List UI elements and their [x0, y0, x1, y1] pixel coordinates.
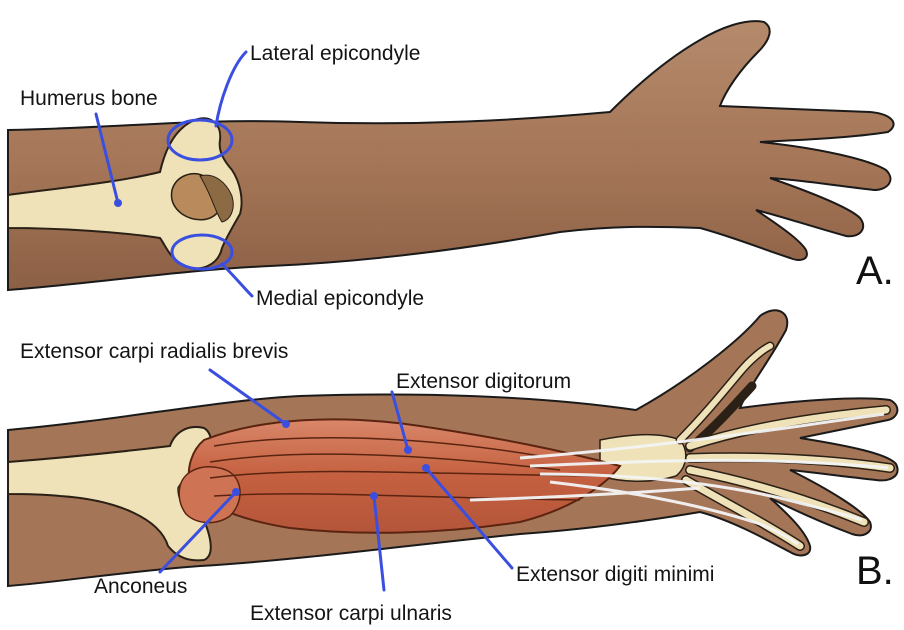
panel-b-letter: B. [856, 549, 894, 593]
ecrb-label: Extensor carpi radialis brevis [20, 340, 288, 363]
forearm-skin-a [8, 21, 894, 290]
anconeus-leader-dot [232, 488, 240, 496]
panel-a: Humerus bone Lateral epicondyle Medial e… [8, 21, 894, 310]
ecu-leader-dot [370, 492, 378, 500]
lateral-epicondyle-label: Lateral epicondyle [250, 42, 420, 65]
digitorum-leader-dot [404, 446, 412, 454]
ecu-label: Extensor carpi ulnaris [250, 602, 452, 625]
anconeus-label: Anconeus [94, 575, 187, 598]
humerus-bone-label: Humerus bone [20, 87, 158, 110]
panel-b: Extensor carpi radialis brevis Extensor … [8, 310, 898, 625]
lateral-leader [216, 52, 246, 126]
digiti-minimi-label: Extensor digiti minimi [516, 563, 714, 586]
humerus-leader-dot [114, 199, 122, 207]
digitorum-label: Extensor digitorum [396, 370, 571, 393]
ecrb-leader-dot [282, 420, 290, 428]
digiti-minimi-leader-dot [422, 464, 430, 472]
medial-epicondyle-label: Medial epicondyle [256, 287, 424, 310]
panel-a-letter: A. [856, 249, 894, 293]
